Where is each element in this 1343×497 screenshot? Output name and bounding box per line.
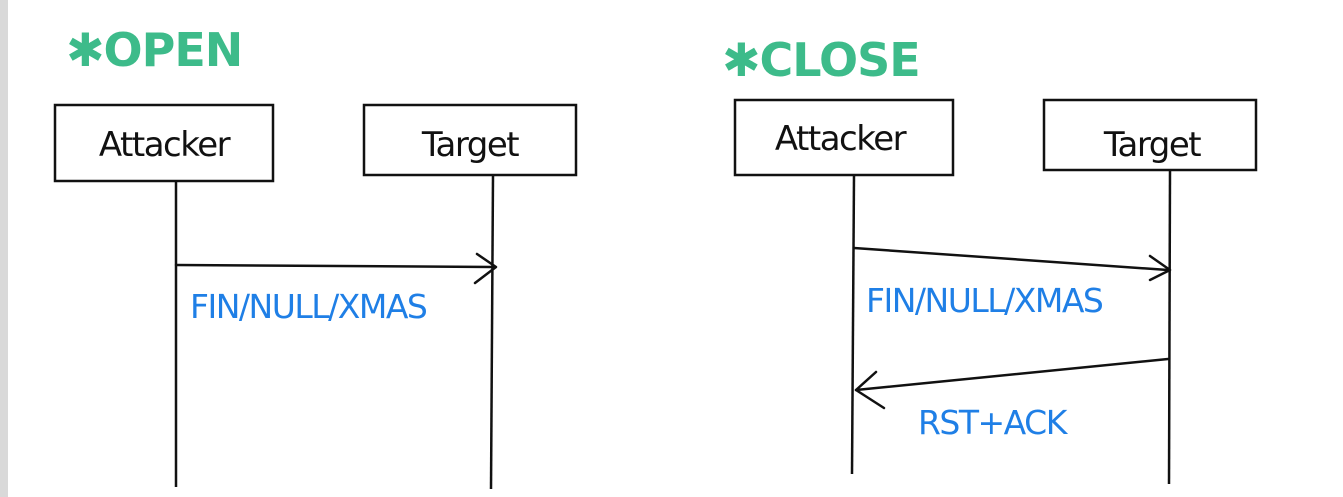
close-diagram: ✱CLOSE Attacker Target FIN/NULL/XMAS RST… (722, 33, 1258, 485)
close-request-label: FIN/NULL/XMAS (866, 281, 1103, 320)
close-attacker-label: Attacker (775, 119, 907, 159)
close-request-arrowhead (1148, 254, 1172, 282)
close-reply-arrow-line (854, 357, 1170, 392)
open-target-lifeline (489, 174, 495, 490)
open-diagram: ✱OPEN Attacker Target FIN/NULL/XMAS (53, 23, 578, 490)
close-target-label: Target (1103, 125, 1201, 165)
open-target-label: Target (421, 125, 519, 165)
open-request-label: FIN/NULL/XMAS (190, 287, 427, 326)
open-attacker-box (53, 103, 275, 183)
open-request-arrow-line (174, 263, 495, 269)
close-attacker-lifeline (850, 174, 856, 475)
open-target-box (362, 103, 578, 177)
close-request-arrow-line (852, 246, 1170, 272)
open-attacker-label: Attacker (99, 125, 231, 165)
close-target-lifeline (1167, 169, 1172, 485)
close-target-box (1042, 98, 1258, 172)
open-heading: ✱OPEN (66, 23, 242, 77)
close-reply-label: RST+ACK (918, 403, 1069, 442)
left-edge-bar (0, 0, 8, 497)
close-attacker-box (733, 98, 955, 177)
close-heading: ✱CLOSE (722, 33, 920, 87)
open-request-arrowhead (473, 252, 498, 285)
close-reply-arrowhead (854, 370, 886, 410)
